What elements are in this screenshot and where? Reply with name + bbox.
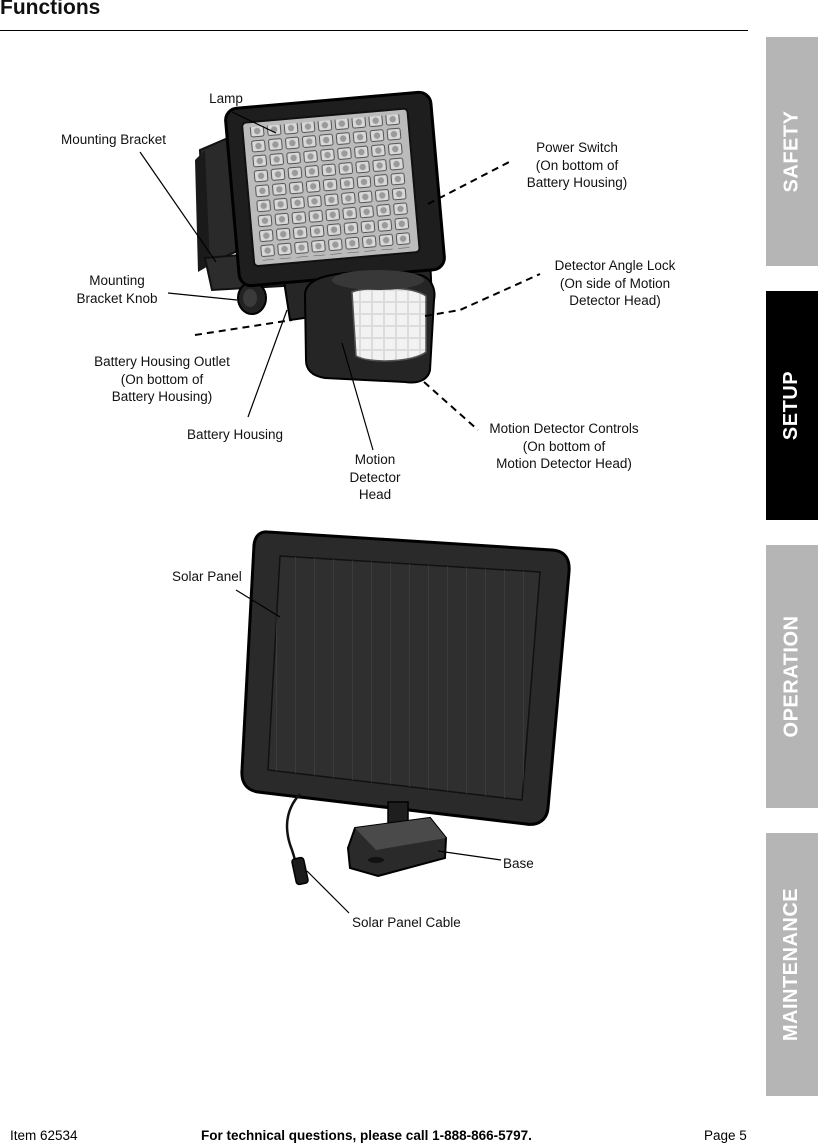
- label-mounting-bracket-knob-line1: Mounting: [89, 273, 145, 288]
- label-motion-detector-controls: Motion Detector Controls (On bottom of M…: [474, 420, 654, 473]
- label-battery-housing-text: Battery Housing: [187, 427, 284, 442]
- label-base-text: Base: [503, 856, 534, 871]
- light-fixture-illustration: [195, 90, 446, 384]
- label-motion-detector-controls-line1: Motion Detector Controls: [489, 421, 639, 436]
- label-solar-panel-cable: Solar Panel Cable: [352, 914, 461, 932]
- tab-setup-label: SETUP: [780, 370, 803, 441]
- tab-safety-label: SAFETY: [780, 110, 803, 193]
- tab-operation[interactable]: OPERATION: [766, 545, 818, 808]
- footer-item-number: Item 62534: [10, 1128, 78, 1143]
- tab-operation-label: OPERATION: [780, 615, 803, 738]
- dashed-leader-lines: [194, 159, 541, 431]
- label-solar-panel: Solar Panel: [172, 568, 242, 586]
- label-power-switch-line2: (On bottom of: [535, 157, 619, 173]
- label-lamp: Lamp: [196, 90, 256, 108]
- solar-panel-illustration: [240, 530, 571, 886]
- label-motion-detector-head-line1: Motion: [354, 452, 396, 467]
- label-motion-detector-head-line2: Detector: [349, 469, 401, 485]
- tab-safety[interactable]: SAFETY: [766, 37, 818, 266]
- footer-support-phone: For technical questions, please call 1-8…: [201, 1128, 532, 1143]
- label-detector-angle-lock-line2: (On side of Motion: [559, 275, 671, 291]
- label-motion-detector-controls-line2: (On bottom of: [522, 438, 606, 454]
- label-power-switch-line3: Battery Housing): [526, 175, 628, 190]
- label-power-switch: Power Switch (On bottom of Battery Housi…: [507, 139, 647, 192]
- label-motion-detector-controls-line3: Motion Detector Head): [496, 456, 632, 471]
- title-rule: [0, 30, 748, 31]
- label-power-switch-line1: Power Switch: [536, 140, 618, 155]
- label-solar-panel-text: Solar Panel: [172, 569, 242, 584]
- label-detector-angle-lock-line1: Detector Angle Lock: [554, 258, 676, 273]
- label-battery-housing-outlet: Battery Housing Outlet (On bottom of Bat…: [84, 353, 240, 406]
- label-mounting-bracket-text: Mounting Bracket: [61, 132, 167, 147]
- tab-maintenance[interactable]: MAINTENANCE: [766, 833, 818, 1096]
- label-battery-housing-outlet-line1: Battery Housing Outlet: [94, 354, 230, 369]
- label-battery-housing: Battery Housing: [187, 426, 283, 444]
- label-motion-detector-head-line3: Head: [358, 487, 392, 502]
- label-battery-housing-outlet-line3: Battery Housing): [111, 389, 213, 404]
- footer-page-number: Page 5: [704, 1128, 747, 1143]
- label-motion-detector-head: Motion Detector Head: [335, 451, 415, 504]
- label-solar-panel-cable-text: Solar Panel Cable: [352, 915, 461, 930]
- label-lamp-text: Lamp: [209, 91, 243, 106]
- leader-lines: [139, 111, 502, 914]
- product-illustrations: [139, 90, 571, 914]
- tab-maintenance-label: MAINTENANCE: [780, 887, 803, 1042]
- label-base: Base: [503, 855, 534, 873]
- tab-setup[interactable]: SETUP: [766, 291, 818, 520]
- label-battery-housing-outlet-line2: (On bottom of: [120, 371, 204, 387]
- label-mounting-bracket-knob: Mounting Bracket Knob: [67, 272, 167, 307]
- label-mounting-bracket-knob-line2: Bracket Knob: [76, 290, 158, 306]
- page-title: Functions: [0, 0, 101, 19]
- label-detector-angle-lock-line3: Detector Head): [569, 293, 661, 308]
- label-detector-angle-lock: Detector Angle Lock (On side of Motion D…: [545, 257, 685, 310]
- label-mounting-bracket: Mounting Bracket: [61, 131, 166, 149]
